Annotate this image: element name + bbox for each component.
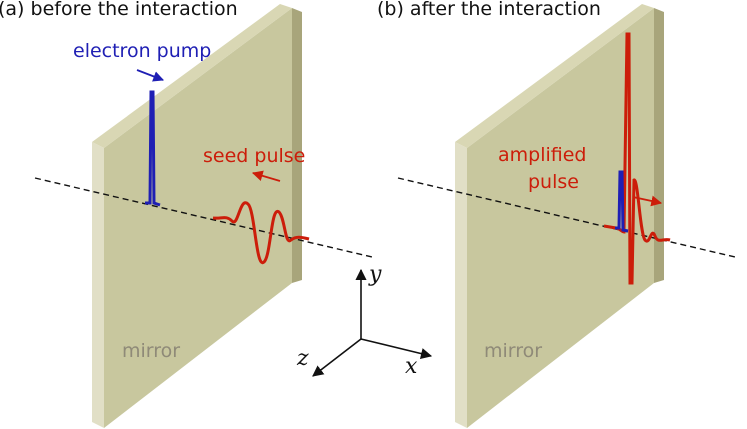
panel-a-label: (a) before the interaction bbox=[0, 0, 238, 20]
mirror-a-top bbox=[92, 4, 292, 148]
mirror-a-side bbox=[292, 8, 302, 283]
x-axis-label: x bbox=[405, 354, 418, 379]
x-axis-arrow bbox=[360, 338, 433, 360]
panel-a: mirror electron pump seed pulse bbox=[34, 4, 373, 428]
seed-pulse-label: seed pulse bbox=[203, 145, 305, 167]
mirror-b bbox=[455, 4, 664, 428]
mirror-b-edge bbox=[455, 142, 467, 428]
electron-direction-arrow bbox=[136, 69, 165, 82]
panel-b-label: (b) after the interaction bbox=[377, 0, 601, 20]
amplified-pulse-label-line2: pulse bbox=[528, 171, 579, 193]
electron-spike-a bbox=[145, 90, 161, 207]
mirror-a bbox=[92, 4, 302, 428]
optical-axis-b bbox=[397, 177, 736, 258]
optical-axis-a bbox=[34, 177, 373, 258]
amplified-pulse-wave bbox=[603, 32, 671, 285]
coordinate-axes: y x z bbox=[296, 262, 433, 379]
amplified-pulse-direction-arrow bbox=[632, 195, 663, 207]
mirror-a-edge bbox=[92, 142, 104, 428]
mirror-b-top bbox=[455, 4, 654, 148]
mirror-b-label: mirror bbox=[484, 340, 542, 362]
seed-pulse-direction-arrow bbox=[251, 170, 281, 182]
z-axis-arrow bbox=[312, 338, 362, 377]
mirror-b-side bbox=[654, 8, 664, 283]
seed-pulse-wave bbox=[212, 201, 310, 264]
electron-pump-label: electron pump bbox=[73, 40, 211, 62]
panel-b: mirror amplified pulse bbox=[397, 4, 736, 428]
z-axis-label: z bbox=[296, 346, 309, 371]
amplified-pulse-label-line1: amplified bbox=[498, 144, 587, 166]
electron-spike-b bbox=[615, 170, 629, 233]
mirror-a-label: mirror bbox=[122, 340, 180, 362]
y-axis-label: y bbox=[368, 262, 382, 287]
